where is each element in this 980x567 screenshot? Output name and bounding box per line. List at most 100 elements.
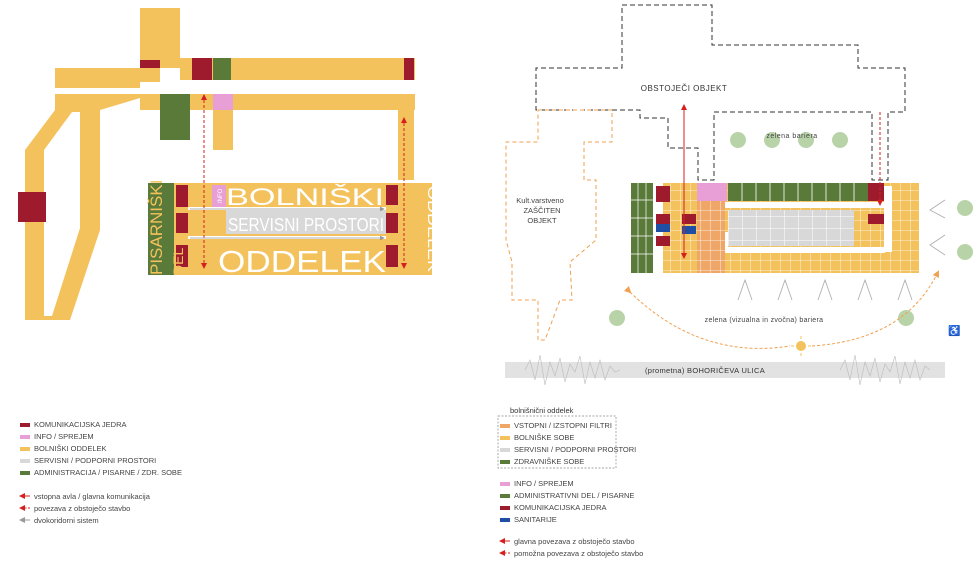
- view-cones-right: [929, 199, 946, 256]
- label-del: DEL: [170, 248, 186, 275]
- sun-rays-icon: [791, 336, 811, 356]
- admin-grid: [631, 183, 653, 273]
- label-oddelek-right: ODDELEK: [424, 186, 441, 272]
- corridor-top: [180, 58, 415, 80]
- admin-2: [160, 94, 190, 140]
- protected-label: ZAŠČITEN: [523, 206, 560, 215]
- entry-filter: [697, 201, 725, 273]
- corridor-b: [188, 236, 386, 239]
- corridor-h1: [725, 202, 885, 208]
- legend-label: KOMUNIKACIJSKA JEDRA: [34, 420, 127, 429]
- legend-swatch: [500, 424, 510, 428]
- legend-label: SERVISNI / PODPORNI PROSTORI: [514, 445, 636, 454]
- legend-title: bolnišnični oddelek: [510, 406, 574, 415]
- legend-swatch: [20, 471, 30, 475]
- legend-label: vstopna avla / glavna komunikacija: [34, 492, 151, 501]
- core-r6: [868, 214, 884, 224]
- info-ward: [212, 185, 226, 207]
- tree-icon: [898, 310, 914, 326]
- admin-1: [213, 58, 231, 80]
- legend-label: BOLNIŠKE SOBE: [514, 433, 574, 442]
- left-wing-corridor: [44, 112, 80, 316]
- tree-icon: [730, 132, 746, 148]
- core-ward-6: [386, 245, 398, 267]
- service-strip: [226, 210, 386, 234]
- tree-icon: [764, 132, 780, 148]
- core-r1: [656, 186, 670, 202]
- legend-group-box: [497, 415, 617, 469]
- legend-label: glavna povezava z obstoječo stavbo: [514, 537, 635, 546]
- legend-label: BOLNIŠKI ODDELEK: [34, 444, 107, 453]
- legend-swatch: [500, 482, 510, 486]
- barrier-bottom-label: zelena (vizualna in zvočna) bariera: [705, 317, 824, 324]
- vertical-right: [398, 110, 414, 180]
- left-plan: PISARNIŠKI DEL BOLNIŠKI SERVISNI PROSTOR…: [18, 8, 441, 320]
- legend-swatch: [500, 448, 510, 452]
- label-servisni: SERVISNI PROSTORI: [228, 215, 384, 235]
- noise-wave-right: [839, 354, 931, 386]
- left-legend: KOMUNIKACIJSKA JEDRA INFO / SPREJEM BOLN…: [19, 420, 182, 525]
- legend-label: ADMINISTRACIJA / PISARNE / ZDR. SOBE: [34, 468, 182, 477]
- connector-corridor: [55, 88, 140, 94]
- legend-swatch: [20, 459, 30, 463]
- sanitary-r1: [656, 224, 670, 232]
- legend-label: povezava z obstoječo stavbo: [34, 504, 130, 513]
- legend-label: SERVISNI / PODPORNI PROSTORI: [34, 456, 156, 465]
- core-ward-2: [176, 213, 188, 233]
- legend-swatch: [500, 506, 510, 510]
- core-ward-1: [176, 185, 188, 207]
- legend-label: dvokoridorni sistem: [34, 516, 99, 525]
- noise-wave-left: [524, 354, 621, 386]
- core-3: [404, 58, 414, 80]
- core-r5: [868, 183, 884, 201]
- core-left: [18, 192, 46, 222]
- sun-path-left: [623, 286, 791, 349]
- core-r2: [656, 214, 670, 224]
- core-2: [192, 58, 212, 80]
- protected-label: Kult.varstveno: [516, 196, 564, 205]
- tree-icon: [957, 200, 973, 216]
- legend-label: INFO / SPREJEM: [514, 479, 574, 488]
- vertical-yellow: [213, 110, 233, 150]
- street-band: [505, 362, 945, 378]
- right-legend: bolnišnični oddelek VSTOPNI / IZSTOPNI F…: [497, 406, 643, 558]
- corridor-white: [160, 82, 415, 94]
- info-left: [213, 94, 233, 110]
- wing-top: [140, 8, 180, 68]
- corridor-h2: [725, 247, 885, 253]
- tree-icon: [957, 244, 973, 260]
- legend-label: SANITARIJE: [514, 515, 557, 524]
- corridor-second: [140, 94, 415, 110]
- legend-swatch: [20, 447, 30, 451]
- tree-icon: [609, 310, 625, 326]
- accessibility-icon: ♿: [948, 324, 960, 337]
- existing-building-outline: [535, 4, 906, 181]
- protected-building-outline: [505, 109, 613, 341]
- legend-label: pomožna povezava z obstoječo stavbo: [514, 549, 643, 558]
- service-rooms: [728, 210, 854, 246]
- admin-strip: [631, 183, 653, 273]
- sanitary-r2: [682, 226, 696, 234]
- tree-icon: [832, 132, 848, 148]
- core-r4: [682, 214, 696, 224]
- info-right: [697, 183, 727, 201]
- legend-label: INFO / SPREJEM: [34, 432, 94, 441]
- legend-label: ADMINISTRATIVNI DEL / PISARNE: [514, 491, 634, 500]
- label-pisarniski: PISARNIŠKI: [147, 180, 166, 275]
- protected-label: OBJEKT: [527, 216, 557, 225]
- legend-swatch: [500, 436, 510, 440]
- right-plan: OBSTOJEČI OBJEKT Kult.varstveno ZAŠČITEN…: [505, 4, 973, 386]
- street-label: (prometna) BOHORIČEVA ULICA: [645, 366, 765, 375]
- doctor-grid: [741, 183, 855, 201]
- legend-label: ZDRAVNIŠKE SOBE: [514, 457, 584, 466]
- label-bolniski: BOLNIŠKI: [226, 183, 384, 211]
- barrier-top-label: zelena bariera: [766, 133, 817, 140]
- trees-top: [730, 132, 848, 148]
- corridor-v2: [884, 186, 892, 252]
- label-info: INFO: [218, 188, 224, 203]
- core-ward-5: [386, 213, 398, 233]
- legend-label: KOMUNIKACIJSKA JEDRA: [514, 503, 607, 512]
- existing-building-label: OBSTOJEČI OBJEKT: [641, 84, 728, 93]
- corridor-v3: [725, 232, 728, 250]
